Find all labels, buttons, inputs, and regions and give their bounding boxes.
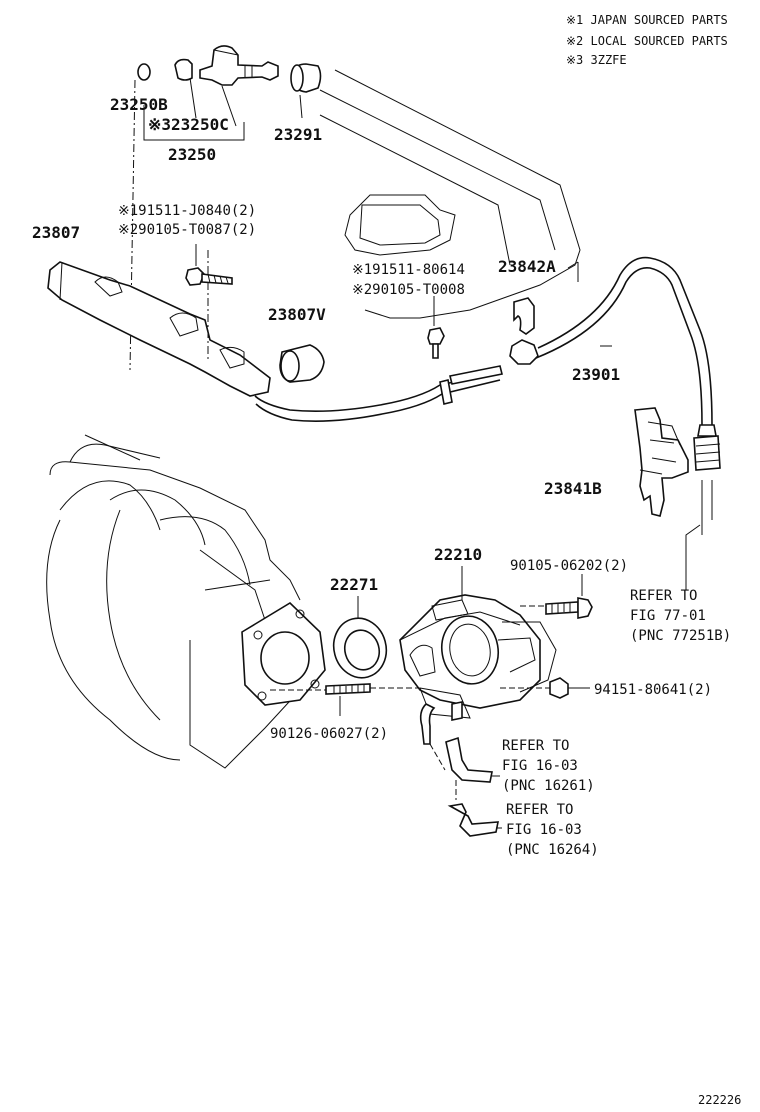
legend-item-3zzfe: ※3 3ZZFE (566, 53, 627, 67)
refer-77-line3: (PNC 77251B) (630, 628, 731, 644)
refer-16261-line2: FIG 16-03 (502, 758, 578, 774)
bracket-23841b (634, 407, 689, 517)
part-labels: 23250B ※323250C 23250 23291 ※191511-J084… (32, 95, 741, 1107)
label-23250: 23250 (168, 145, 216, 164)
refer-16264-line3: (PNC 16264) (506, 842, 599, 858)
label-22210: 22210 (434, 545, 482, 564)
refer-16264-line1: REFER TO (506, 802, 573, 818)
refer-77-line2: FIG 77-01 (630, 608, 706, 624)
coolant-hoses (429, 736, 502, 837)
label-23807v: 23807V (268, 305, 326, 324)
label-90105-06202: 90105-06202(2) (510, 558, 628, 574)
injector-bracket (143, 105, 245, 141)
refer-16261-line1: REFER TO (502, 738, 569, 754)
refer-77-line1: REFER TO (630, 588, 697, 604)
label-22271: 22271 (330, 575, 378, 594)
diagram-id: 222226 (698, 1093, 741, 1107)
label-23842a: 23842A (498, 257, 556, 276)
clamp-23842a (513, 261, 579, 335)
refer-16261-line3: (PNC 16261) (502, 778, 595, 794)
label-23291: 23291 (274, 125, 322, 144)
fuel-injector-23250 (174, 45, 279, 127)
manifold-flange (241, 601, 326, 706)
nut-94151-80641 (549, 677, 590, 699)
throttle-body-22210 (399, 566, 557, 745)
bolt-90105-06202 (545, 574, 593, 619)
fuel-hose-23901 (254, 256, 721, 535)
intake-manifold (46, 434, 301, 769)
legend: ※1 JAPAN SOURCED PARTS ※2 LOCAL SOURCED … (566, 13, 728, 67)
spacer-23807v (279, 344, 325, 383)
throttle-gasket-22271 (332, 596, 388, 679)
bolt-91511-j0840 (185, 244, 233, 286)
engine-cover-outline (319, 69, 581, 319)
legend-item-local: ※2 LOCAL SOURCED PARTS (566, 34, 728, 48)
label-23250c: ※323250C (148, 115, 229, 134)
stud-90126-06027 (270, 683, 420, 716)
label-90126-06027: 90126-06027(2) (270, 726, 388, 742)
label-23250b: 23250B (110, 95, 168, 114)
label-91511-j0840: ※191511-J0840(2) (118, 203, 256, 219)
label-23807: 23807 (32, 223, 80, 242)
legend-item-japan: ※1 JAPAN SOURCED PARTS (566, 13, 728, 27)
refer-leader-77 (685, 524, 701, 590)
insulator-23291 (290, 63, 322, 119)
refer-16264-line2: FIG 16-03 (506, 822, 582, 838)
label-94151-80641: 94151-80641(2) (594, 682, 712, 698)
label-23841b: 23841B (544, 479, 602, 498)
label-90105-t0008: ※290105-T0008 (352, 282, 465, 298)
fuel-delivery-pipe-23807 (47, 250, 271, 397)
bolt-91511-80614 (427, 296, 445, 359)
label-90105-t0087: ※290105-T0087(2) (118, 222, 256, 238)
label-23901: 23901 (572, 365, 620, 384)
label-91511-80614: ※191511-80614 (352, 262, 465, 278)
